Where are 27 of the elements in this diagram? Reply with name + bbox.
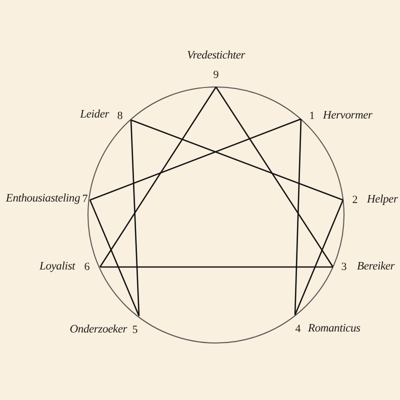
connector-line [294, 118, 302, 316]
point-number: 6 [84, 261, 90, 273]
type-label: Vredestichter [186, 50, 246, 62]
connector-line [89, 200, 140, 316]
connector-line [130, 119, 344, 201]
point-number: 5 [132, 324, 138, 336]
type-label: Enthousiasteling [6, 192, 80, 206]
connector-line [130, 120, 140, 316]
point-number: 7 [82, 193, 88, 205]
connector-line [294, 200, 344, 316]
type-label: Hervormer [323, 110, 372, 122]
type-label: Helper [367, 194, 398, 206]
connector-line [99, 86, 217, 268]
point-number: 8 [117, 110, 123, 122]
type-label: Romanticus [308, 322, 360, 336]
point-number: 9 [213, 69, 219, 81]
point-number: 2 [352, 194, 358, 206]
type-label: Leider [80, 108, 109, 122]
point-number: 4 [295, 323, 301, 335]
connector-line [100, 266, 333, 268]
point-number: 3 [341, 261, 347, 273]
type-label: Bereiker [357, 260, 395, 274]
type-label: Onderzoeker [70, 324, 127, 336]
point-number: 1 [309, 110, 315, 122]
connector-line [215, 86, 334, 268]
connector-line [90, 118, 302, 201]
type-label: Loyalist [40, 260, 75, 274]
